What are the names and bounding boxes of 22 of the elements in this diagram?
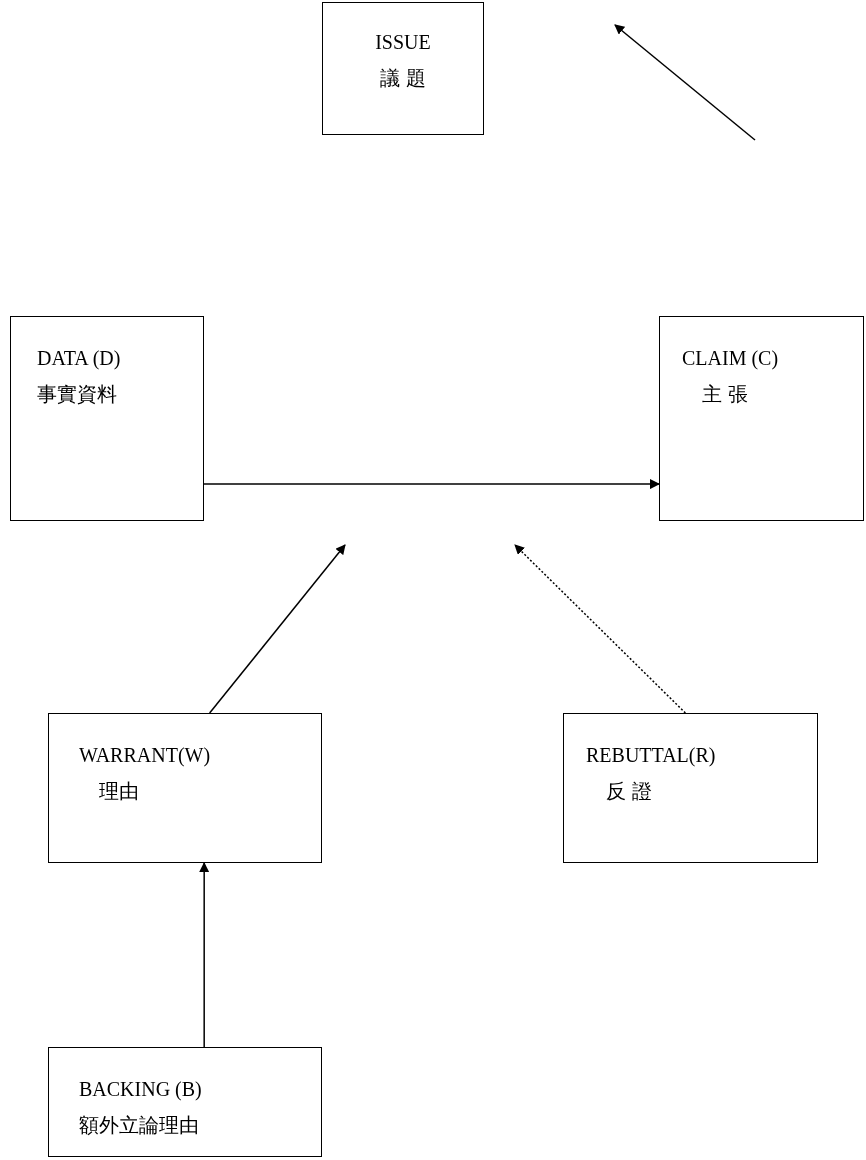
concept-box: [48, 1047, 322, 1157]
arrow: [199, 862, 210, 1048]
box-heading: BACKING (B): [79, 1077, 203, 1102]
box-label: 主 張: [701, 381, 750, 407]
concept-box: [48, 713, 322, 863]
box-heading: REBUTTAL(R): [586, 743, 717, 768]
box-label: 理由: [98, 778, 140, 804]
arrow: [514, 544, 687, 714]
box-heading: WARRANT(W): [79, 743, 212, 768]
box-heading: DATA (D): [37, 346, 122, 371]
box-label: 額外立論理由: [79, 1112, 200, 1138]
box-heading: CLAIM (C): [682, 346, 780, 371]
concept-box: [659, 316, 864, 521]
box-label: 事實資料: [37, 381, 118, 407]
box-heading: ISSUE: [374, 30, 432, 55]
box-label: 議 題: [378, 65, 428, 91]
concept-box: [563, 713, 818, 863]
box-label: 反 證: [605, 778, 654, 804]
concept-box: [10, 316, 204, 521]
arrow: [208, 544, 346, 714]
arrow: [203, 479, 660, 490]
concept-box: [322, 2, 484, 135]
